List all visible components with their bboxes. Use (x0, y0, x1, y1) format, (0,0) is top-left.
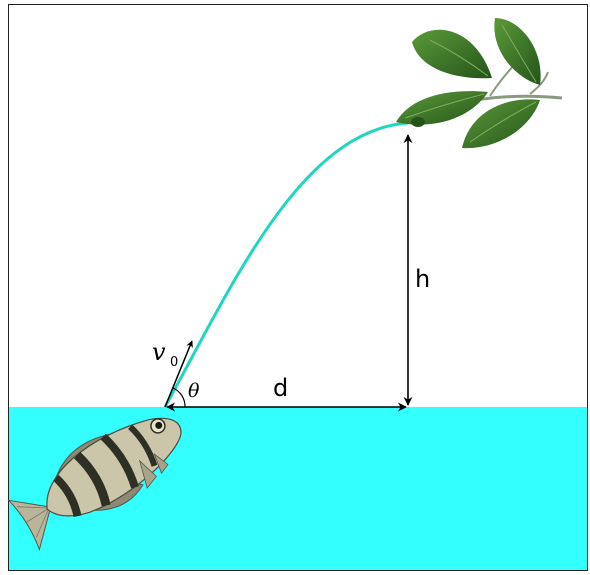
water-jet-trajectory (163, 121, 409, 408)
velocity-subscript: 0 (170, 355, 178, 370)
archer-fish-icon (7, 417, 182, 552)
diagram-frame (8, 4, 588, 571)
angle-label: θ (188, 380, 200, 402)
velocity-label: v (152, 338, 166, 366)
distance-label: d (273, 374, 288, 402)
leaf-branch-icon (396, 18, 563, 149)
velocity-arrow (164, 340, 193, 408)
height-label: h (415, 265, 430, 293)
